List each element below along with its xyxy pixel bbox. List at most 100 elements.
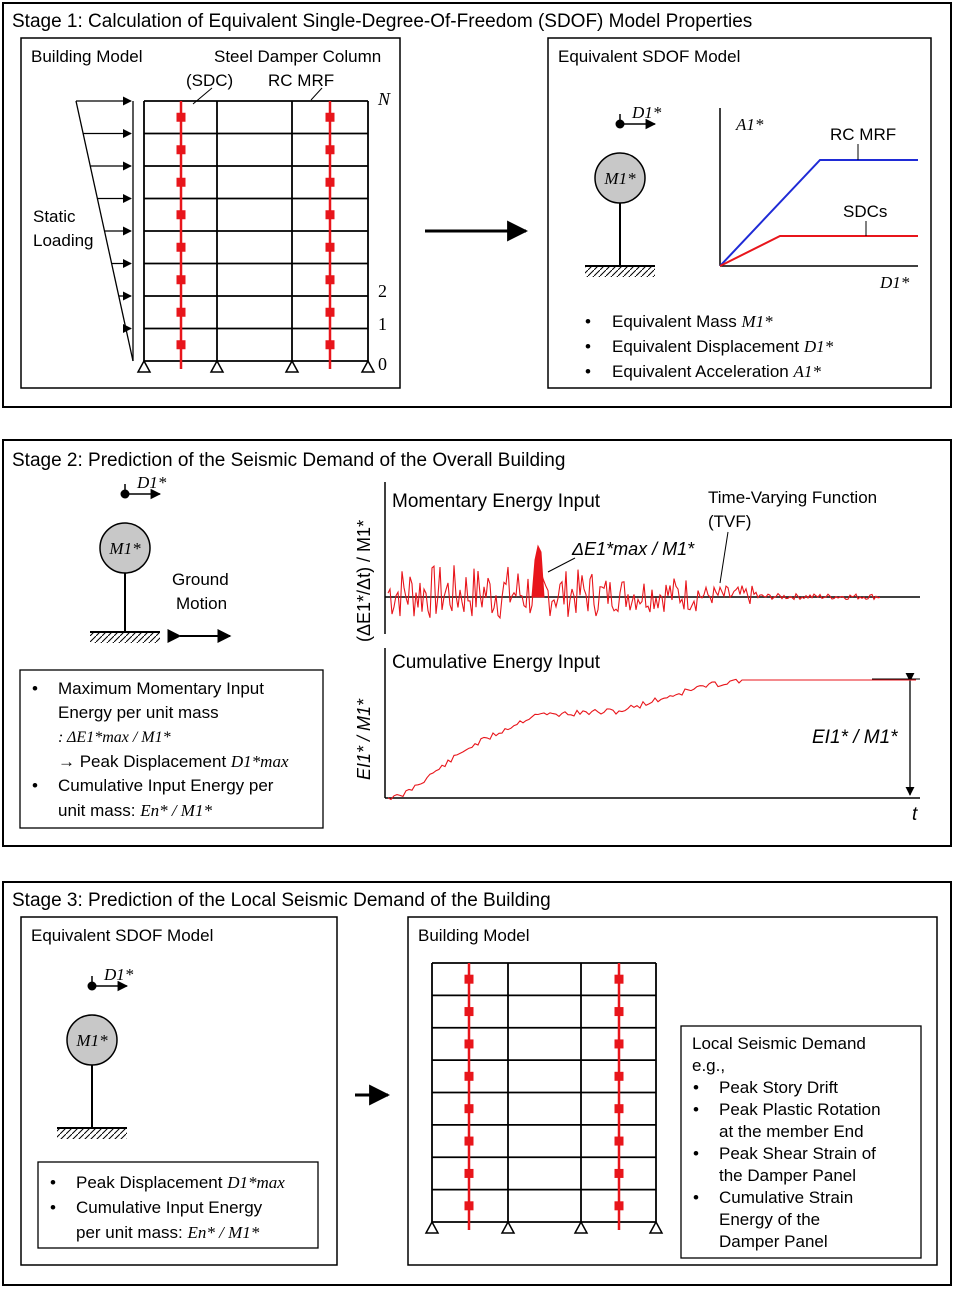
stage3-sdof-label: Equivalent SDOF Model <box>31 926 213 945</box>
sdof-mass-label: M1* <box>603 169 636 188</box>
capacity-curve-plot: A1* D1* RC MRF SDCs <box>719 108 918 292</box>
floor-label-2: 2 <box>378 281 387 301</box>
cumulative-energy-curve <box>387 678 916 801</box>
ground-hatch <box>90 633 160 643</box>
rc-mrf-curve-label: RC MRF <box>830 125 896 144</box>
momentary-title: Momentary Energy Input <box>392 491 601 512</box>
equivalent-mass-item: Equivalent Mass M1* <box>612 312 773 331</box>
static-loading-label-1: Static <box>33 207 76 226</box>
local-demand-bullet: • <box>693 1100 699 1119</box>
svg-text:•: • <box>585 337 591 356</box>
sdof-displacement-label: D1* <box>103 965 134 984</box>
stage2-panel: Stage 2: Prediction of the Seismic Deman… <box>2 439 952 847</box>
stage3-title: Stage 3: Prediction of the Local Seismic… <box>12 890 551 911</box>
damper-panel <box>325 242 335 252</box>
svg-text:•: • <box>50 1173 56 1192</box>
local-demand-item: the Damper Panel <box>719 1166 856 1185</box>
svg-text:•: • <box>32 776 38 795</box>
rc-mrf-label: RC MRF <box>268 71 334 90</box>
damper-panel <box>176 210 186 220</box>
damper-panel <box>614 1168 624 1178</box>
support-icon <box>500 1220 516 1234</box>
damper-panel <box>325 112 335 122</box>
cumulative-value-label: EI1* / M1* <box>812 727 898 748</box>
damper-panel <box>176 340 186 350</box>
stage2-title: Stage 2: Prediction of the Seismic Deman… <box>12 450 565 471</box>
damper-panel <box>176 145 186 155</box>
cumulative-y-label: EI1* / M1* <box>354 698 374 780</box>
equivalent-acceleration-item: Equivalent Acceleration A1* <box>612 362 821 381</box>
damper-panel <box>614 1104 624 1114</box>
local-demand-item: Peak Plastic Rotation <box>719 1100 881 1119</box>
sdof-mass <box>99 522 151 574</box>
cumulative-input-line2: unit mass: En* / M1* <box>58 801 212 820</box>
damper-panel <box>614 1007 624 1017</box>
sdof-displacement-label: D1* <box>631 103 662 122</box>
stage3-building-label: Building Model <box>418 926 530 945</box>
damper-panel <box>325 210 335 220</box>
support-icon <box>424 1220 440 1234</box>
static-loading-label-2: Loading <box>33 231 94 250</box>
max-momentary-line2: Energy per unit mass <box>58 703 219 722</box>
tvf-label-1: Time-Varying Function <box>708 488 877 507</box>
stage1-building-box <box>20 37 401 389</box>
stage3-sdof-box <box>20 916 338 1266</box>
rc-mrf-curve <box>719 159 918 267</box>
local-demand-bullet: • <box>693 1078 699 1097</box>
damper-panel <box>176 177 186 187</box>
sdc-curve <box>719 235 918 267</box>
damper-panel <box>325 340 335 350</box>
equivalent-displacement-item: Equivalent Displacement D1* <box>612 337 834 356</box>
stage1-panel: Stage 1: Calculation of Equivalent Singl… <box>2 2 952 408</box>
local-demand-item: Cumulative Strain <box>719 1188 853 1207</box>
sdc-label: Steel Damper Column <box>214 47 381 66</box>
stage1-building-frame <box>136 100 376 373</box>
sdc-curve-label: SDCs <box>843 202 887 221</box>
svg-text:•: • <box>50 1198 56 1217</box>
floor-label-n: N <box>377 89 391 109</box>
local-demand-item: Damper Panel <box>719 1232 828 1251</box>
sdof-mass <box>594 152 646 204</box>
capacity-x-label: D1* <box>879 273 910 292</box>
damper-panel <box>325 275 335 285</box>
local-demand-item: Peak Story Drift <box>719 1078 838 1097</box>
damper-panel <box>325 145 335 155</box>
stage1-sdof-bullets: • Equivalent Mass M1* • Equivalent Displ… <box>585 312 834 381</box>
damper-panel <box>176 307 186 317</box>
damper-panel <box>464 1104 474 1114</box>
damper-panel <box>176 242 186 252</box>
peak-displacement-line: → Peak Displacement D1*max <box>58 752 289 771</box>
damper-panel <box>614 974 624 984</box>
stage3-peak-displacement: Peak Displacement D1*max <box>76 1173 285 1192</box>
time-axis-label: t <box>912 804 918 825</box>
damper-panel <box>325 177 335 187</box>
local-demand-item: Energy of the <box>719 1210 820 1229</box>
cumulative-energy-plot: Cumulative Energy Input EI1* / M1* EI1* … <box>354 648 920 825</box>
cumulative-title: Cumulative Energy Input <box>392 652 601 673</box>
local-demand-bullet: • <box>693 1144 699 1163</box>
support-icon <box>209 359 225 373</box>
support-icon <box>648 1220 664 1234</box>
stage3-sdof-info-box <box>37 1161 319 1249</box>
svg-text:•: • <box>585 362 591 381</box>
stage3-building-box <box>407 916 938 1266</box>
stage1-title: Stage 1: Calculation of Equivalent Singl… <box>12 11 752 32</box>
damper-panel <box>614 1039 624 1049</box>
damper-panel <box>614 1201 624 1211</box>
damper-panel <box>464 1007 474 1017</box>
damper-panel <box>614 1136 624 1146</box>
ground-hatch <box>57 1129 127 1139</box>
damper-panel <box>464 974 474 984</box>
local-demand-eg: e.g., <box>692 1056 725 1075</box>
support-icon <box>360 359 376 373</box>
svg-text:•: • <box>585 312 591 331</box>
damper-panel <box>325 307 335 317</box>
support-icon <box>573 1220 589 1234</box>
local-demand-box <box>680 1025 922 1259</box>
peak-energy-label: ΔE1*max / M1* <box>571 539 695 559</box>
sdc-abbrev: (SDC) <box>186 71 233 90</box>
static-loading-diagram <box>75 96 134 362</box>
stage2-sdof-model: M1*D1* <box>90 473 167 643</box>
momentary-energy-plot: Momentary Energy Input Time-Varying Func… <box>354 482 920 642</box>
